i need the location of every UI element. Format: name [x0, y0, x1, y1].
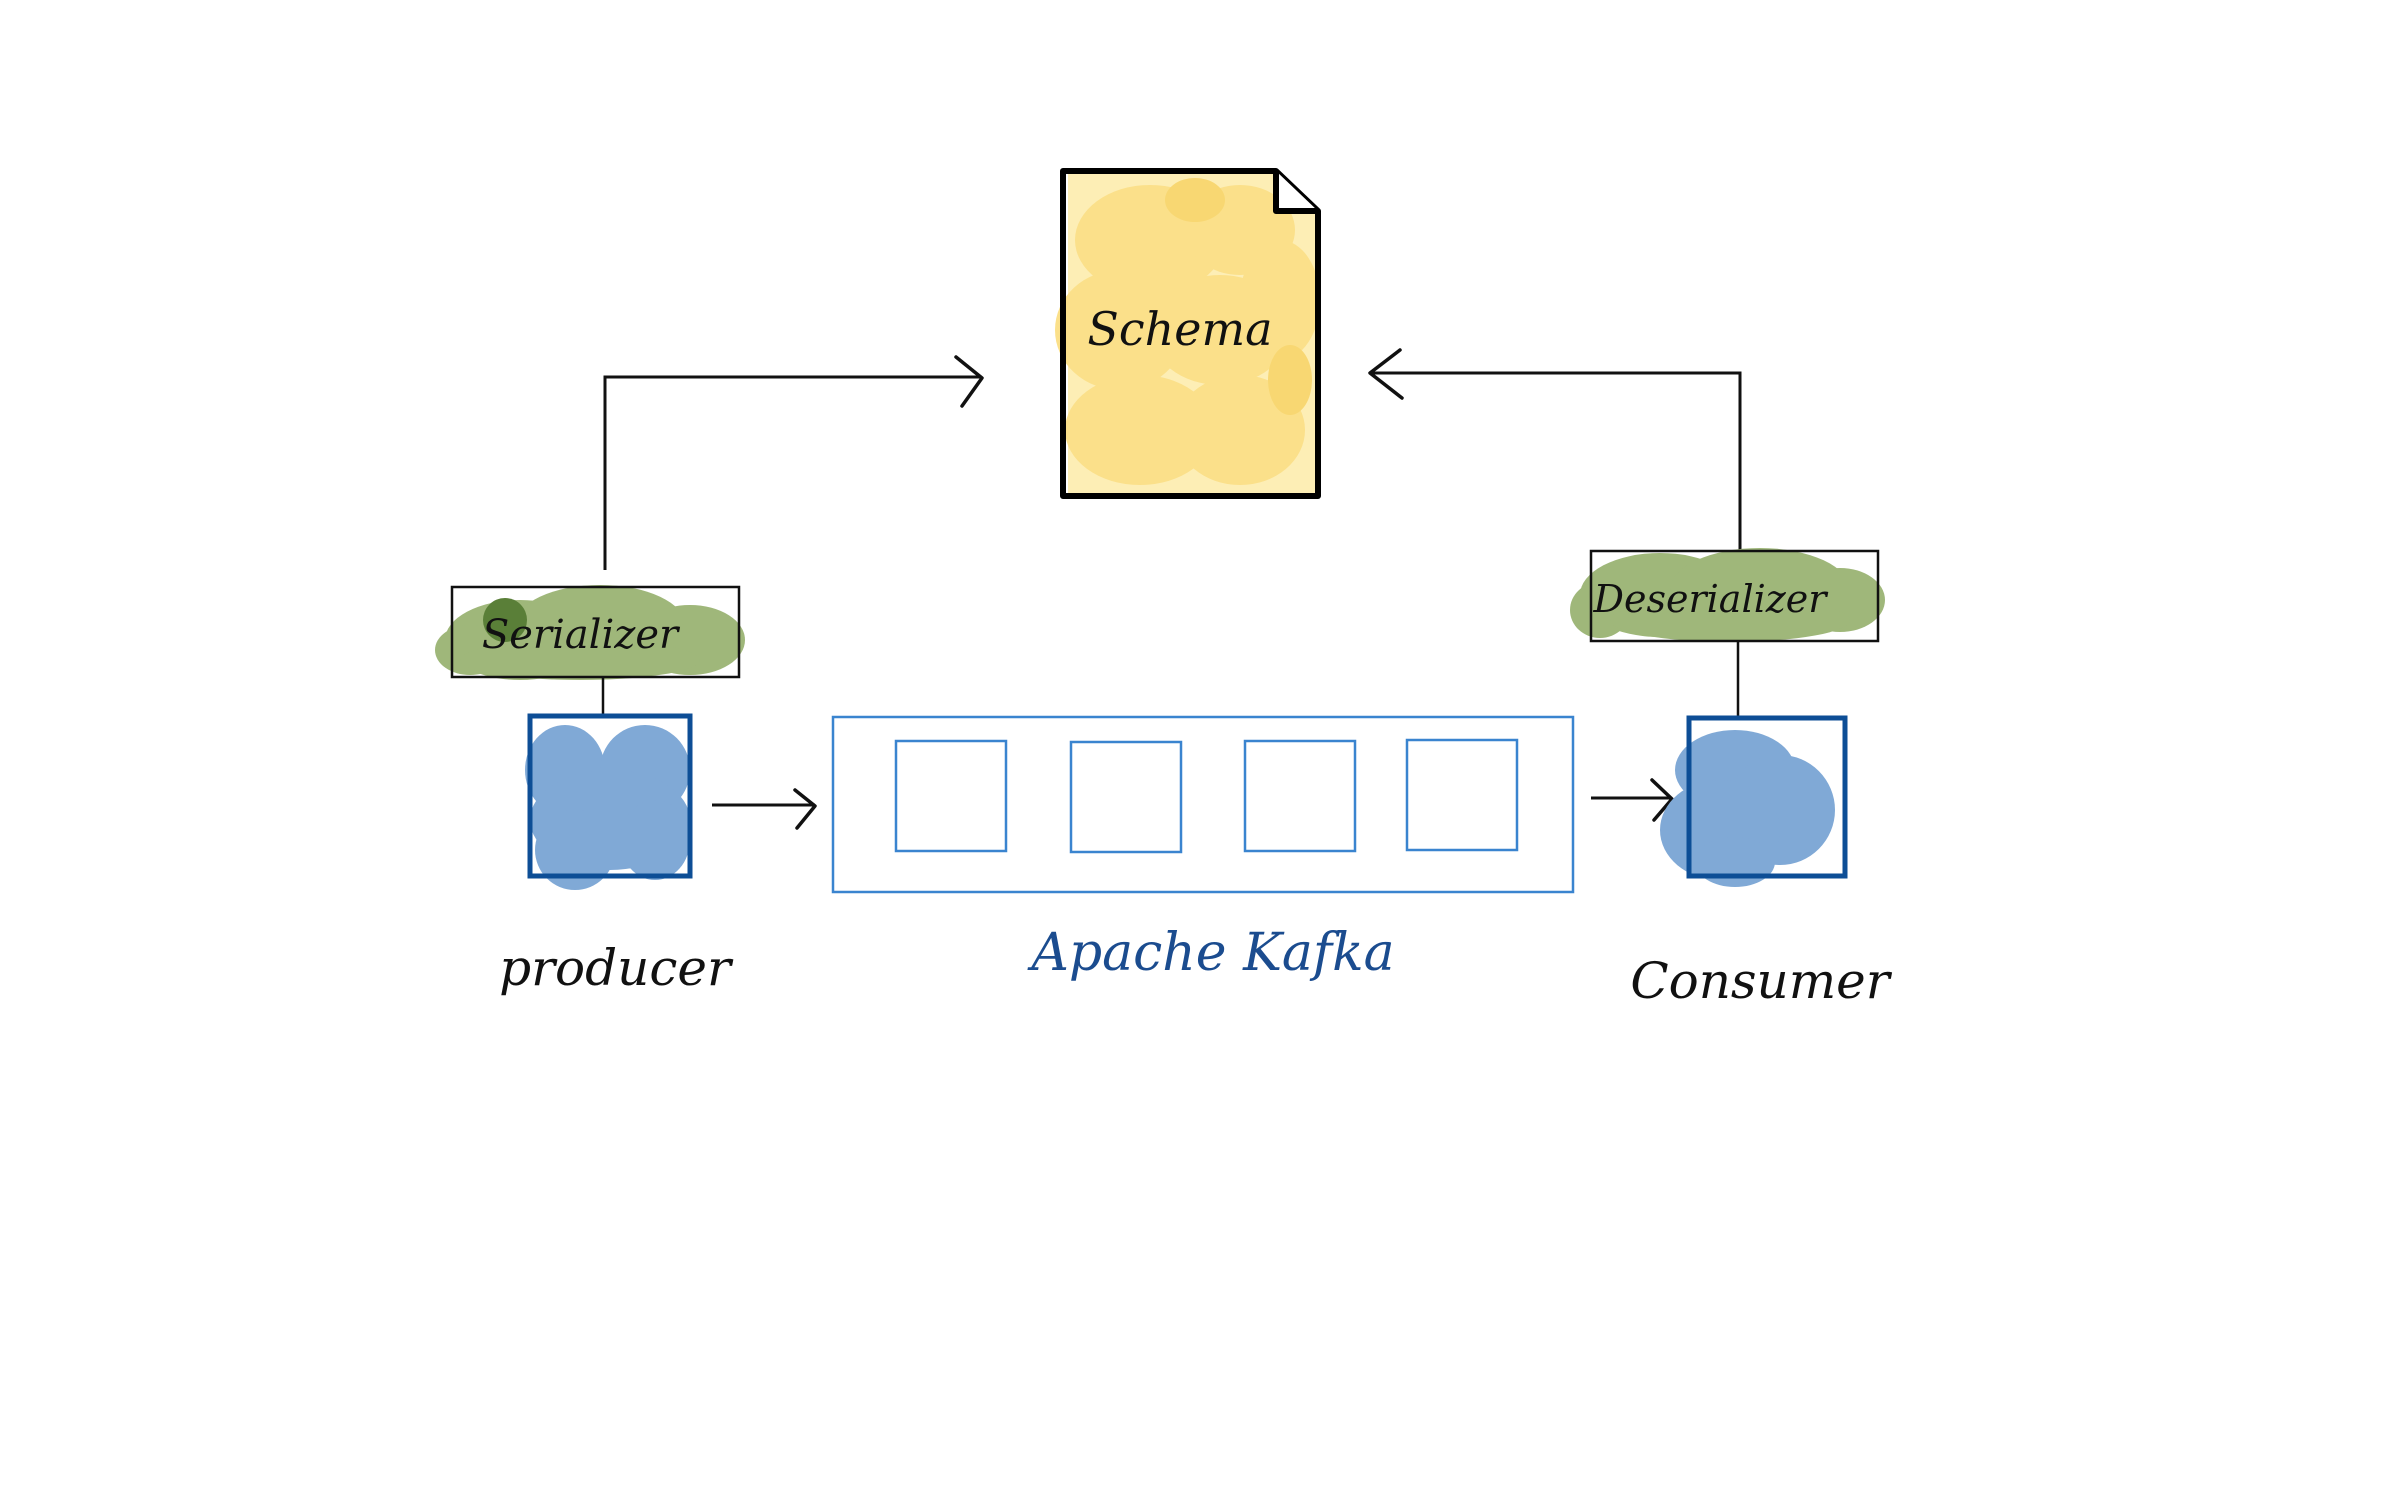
consumer-fill — [1660, 730, 1835, 887]
kafka-topic — [831, 715, 1575, 894]
deserializer-to-schema-arrow — [1368, 348, 1742, 553]
producer-fill — [525, 725, 690, 890]
consumer-node — [1660, 715, 1848, 887]
kafka-partition — [1243, 739, 1357, 853]
schema-document: Schema — [1055, 168, 1321, 499]
serializer-box: Serializer — [435, 585, 745, 680]
kafka-partition — [1069, 740, 1183, 854]
serializer-label: Serializer — [482, 612, 681, 658]
deserializer-highlight — [1570, 548, 1885, 642]
producer-label: producer — [499, 939, 734, 997]
producer-node — [525, 713, 693, 890]
consumer-label: Consumer — [1630, 952, 1892, 1010]
deserializer-box: Deserializer — [1570, 548, 1885, 643]
producer-to-kafka-arrow — [712, 788, 817, 830]
schema-highlight — [1055, 173, 1320, 493]
kafka-to-consumer-arrow — [1591, 778, 1674, 822]
schema-label: Schema — [1087, 302, 1272, 356]
deserializer-label: Deserializer — [1593, 577, 1830, 621]
kafka-partition — [894, 739, 1008, 853]
serializer-to-schema-arrow — [603, 355, 984, 570]
kafka-label: Apache Kafka — [1027, 923, 1394, 983]
kafka-partition — [1405, 738, 1519, 852]
